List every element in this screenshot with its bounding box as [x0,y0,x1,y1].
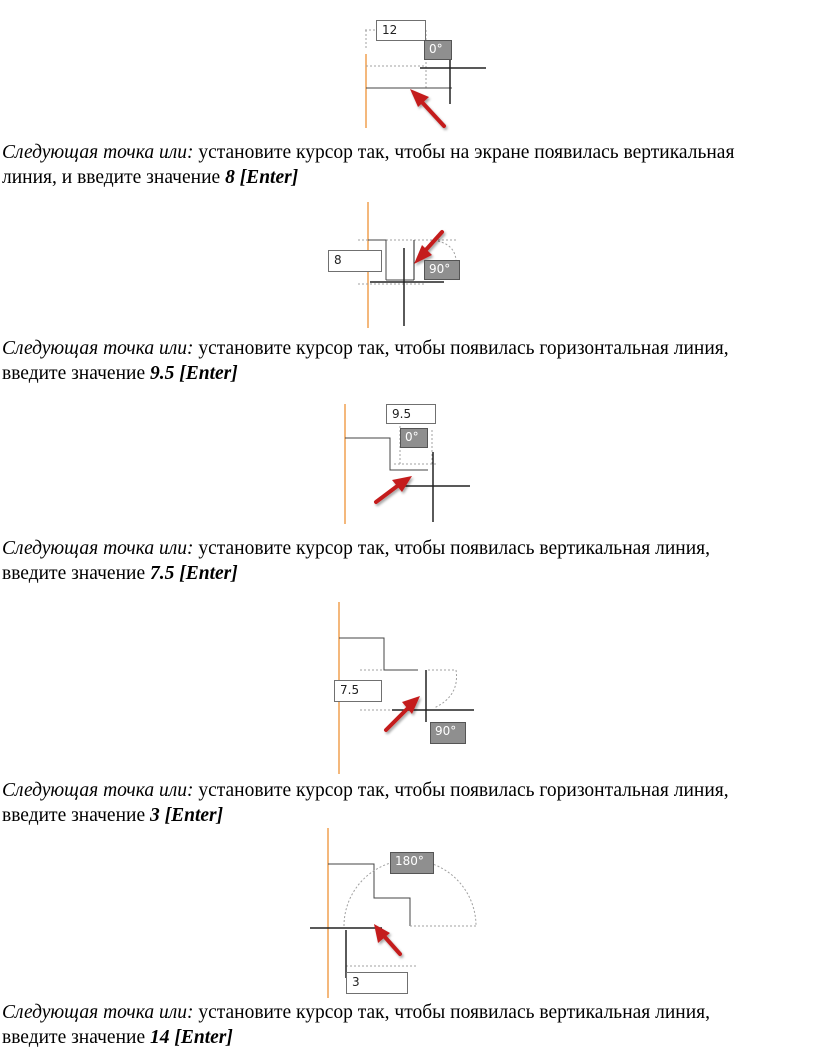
value-text: 3 [Enter] [149,805,224,826]
step-1-text: Следующая точка или: установите курсор т… [2,140,812,190]
step-4-text: Следующая точка или: установите курсор т… [2,778,812,828]
angle-box: 0° [400,428,428,448]
instruction-text: установите курсор так, чтобы появилась г… [193,338,729,359]
red-arrow [374,476,412,504]
red-arrow [414,230,444,264]
figure-step-4: 7.5 90° [330,600,480,776]
value-text: 8 [Enter] [225,167,299,188]
length-input-box[interactable]: 7.5 [334,680,382,702]
prompt-label: Следующая точка или: [2,338,194,359]
step-2-text: Следующая точка или: установите курсор т… [2,336,812,386]
step-3-text: Следующая точка или: установите курсор т… [2,536,812,586]
prompt-label: Следующая точка или: [2,1002,194,1023]
figure-5-drawing [310,828,478,998]
prompt-label: Следующая точка или: [2,142,194,163]
angle-box: 90° [430,722,466,744]
figure-step-5: 3 180° [310,826,482,1000]
instruction-text: установите курсор так, чтобы появилась в… [193,538,711,559]
angle-box: 0° [424,40,452,60]
drawn-line [339,637,418,671]
figure-3-drawing [344,404,470,524]
figure-step-2: 8 90° [326,200,476,332]
angle-box: 90° [424,260,460,280]
instruction-text: установите курсор так, чтобы на экране п… [193,142,735,163]
prompt-label: Следующая точка или: [2,780,194,801]
red-arrow [384,696,420,732]
figure-step-3: 9.5 0° [340,400,476,530]
value-text: 7.5 [Enter] [149,563,238,584]
length-input-box[interactable]: 3 [346,972,408,994]
drawn-line [345,437,428,471]
instruction-text: введите значение [2,563,150,584]
instruction-text: установите курсор так, чтобы появилась в… [193,1002,711,1023]
red-arrow [410,89,446,128]
angle-box: 180° [390,852,434,874]
instruction-text: введите значение [2,363,150,384]
red-arrow [374,924,402,956]
dotted-arc [433,669,458,709]
instruction-text: установите курсор так, чтобы появилась г… [193,780,729,801]
length-input-box[interactable]: 8 [328,250,382,272]
length-input-box[interactable]: 12 [376,20,426,41]
length-input-box[interactable]: 9.5 [386,404,436,424]
instruction-text: введите значение [2,805,150,826]
prompt-label: Следующая точка или: [2,538,194,559]
figure-2-drawing [358,202,457,328]
drawn-line [328,863,411,926]
value-text: 9.5 [Enter] [149,363,238,384]
figure-step-1: 12 0° [360,16,490,132]
instruction-text: линия, и введите значение [2,167,226,188]
instruction-text: введите значение [2,1027,150,1048]
step-5-text: Следующая точка или: установите курсор т… [2,1000,812,1050]
value-text: 14 [Enter] [149,1027,233,1048]
dotted-arc [343,859,477,927]
drawn-line [368,239,387,280]
